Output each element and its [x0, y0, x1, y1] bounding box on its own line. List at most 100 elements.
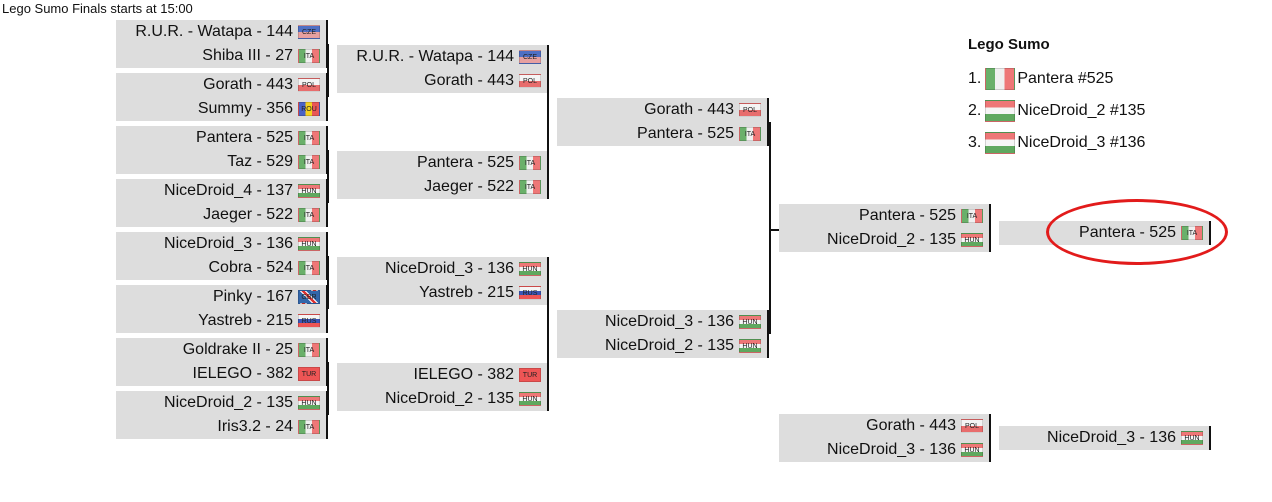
- competitor-label: Yastreb - 215: [198, 312, 293, 329]
- competitor-label: Gorath - 443: [644, 101, 734, 118]
- legend-rank: 3.: [968, 134, 982, 151]
- competitor-label: Pantera - 525: [417, 154, 514, 171]
- bracket-connector: [769, 229, 779, 231]
- competitor-label: Gorath - 443: [424, 72, 514, 89]
- flag-hun-icon: HUN: [298, 184, 320, 198]
- legend-name: NiceDroid_2 #135: [1017, 102, 1146, 119]
- match-entry[interactable]: Pantera - 525 ITA: [116, 126, 326, 150]
- bracket-connector: [327, 44, 329, 97]
- competitor-label: NiceDroid_4 - 137: [164, 182, 293, 199]
- flag-ita-icon: ITA: [519, 180, 541, 194]
- round1-match: Gorath - 443 POL Summy - 356 ROU: [116, 73, 328, 121]
- round1-match: Pinky - 167 GBR Yastreb - 215 RUS: [116, 285, 328, 333]
- match-entry[interactable]: Cobra - 524 ITA: [116, 256, 326, 280]
- competitor-label: Yastreb - 215: [419, 284, 514, 301]
- match-entry[interactable]: NiceDroid_3 - 136 HUN: [116, 232, 326, 256]
- flag-hun-icon: HUN: [961, 233, 983, 247]
- competitor-label: Shiba III - 27: [202, 47, 293, 64]
- flag-cze-icon: CZE: [519, 50, 541, 64]
- match-entry[interactable]: Pantera - 525 ITA: [557, 122, 767, 146]
- competitor-label: Cobra - 524: [208, 259, 294, 276]
- match-entry[interactable]: NiceDroid_2 - 135 HUN: [779, 228, 989, 252]
- competitor-label: Gorath - 443: [203, 76, 293, 93]
- match-entry[interactable]: NiceDroid_4 - 137 HUN: [116, 179, 326, 203]
- bracket-connector: [547, 69, 549, 175]
- competitor-label: Pinky - 167: [212, 288, 293, 305]
- legend-item: 3. NiceDroid_3 #136: [968, 127, 1145, 159]
- competitor-label: NiceDroid_2 - 135: [164, 394, 293, 411]
- competitor-label: Jaeger - 522: [203, 206, 293, 223]
- competitor-label: Jaeger - 522: [424, 178, 514, 195]
- flag-rus-icon: RUS: [298, 314, 320, 328]
- competitor-label: NiceDroid_3 - 136: [164, 235, 293, 252]
- flag-ita-icon: ITA: [298, 155, 320, 169]
- flag-ita-icon: ITA: [298, 261, 320, 275]
- competitor-label: NiceDroid_2 - 135: [827, 231, 956, 248]
- competitor-label: Summy - 356: [197, 100, 293, 117]
- page-title: Lego Sumo Finals starts at 15:00: [2, 1, 193, 16]
- legend-title: Lego Sumo: [968, 36, 1050, 53]
- competitor-label: Pantera - 525: [637, 125, 734, 142]
- flag-hun-icon: HUN: [519, 262, 541, 276]
- flag-hun-icon: HUN: [739, 339, 761, 353]
- competitor-label: Gorath - 443: [866, 417, 956, 434]
- flag-ita-icon: ITA: [298, 131, 320, 145]
- match-entry[interactable]: Pinky - 167 GBR: [116, 285, 326, 309]
- competitor-label: R.U.R. - Watapa - 144: [135, 23, 293, 40]
- competitor-label: IELEGO - 382: [413, 366, 515, 383]
- flag-hun-icon: [985, 100, 1016, 122]
- flag-rou-icon: ROU: [298, 102, 320, 116]
- match-entry[interactable]: Yastreb - 215 RUS: [116, 309, 326, 333]
- flag-hun-icon: HUN: [739, 315, 761, 329]
- flag-ita-icon: [985, 68, 1016, 90]
- legend-rank: 1.: [968, 70, 982, 87]
- bracket-connector: [327, 256, 329, 309]
- match-entry[interactable]: Gorath - 443 POL: [116, 73, 326, 97]
- flag-gbr-icon: GBR: [298, 290, 320, 304]
- match-entry[interactable]: Gorath - 443 POL: [557, 98, 767, 122]
- flag-pol-icon: POL: [739, 103, 761, 117]
- legend-item: 1.Pantera #525: [968, 63, 1145, 95]
- flag-ita-icon: ITA: [739, 127, 761, 141]
- match-entry[interactable]: Jaeger - 522 ITA: [337, 175, 547, 199]
- match-entry[interactable]: Summy - 356 ROU: [116, 97, 326, 121]
- flag-hun-icon: HUN: [298, 237, 320, 251]
- bracket-connector: [547, 281, 549, 387]
- legend-name: NiceDroid_3 #136: [1017, 134, 1146, 151]
- flag-pol-icon: POL: [298, 78, 320, 92]
- competitor-label: Pantera - 525: [196, 129, 293, 146]
- competitor-label: NiceDroid_2 - 135: [385, 390, 514, 407]
- bracket-connector: [327, 362, 329, 415]
